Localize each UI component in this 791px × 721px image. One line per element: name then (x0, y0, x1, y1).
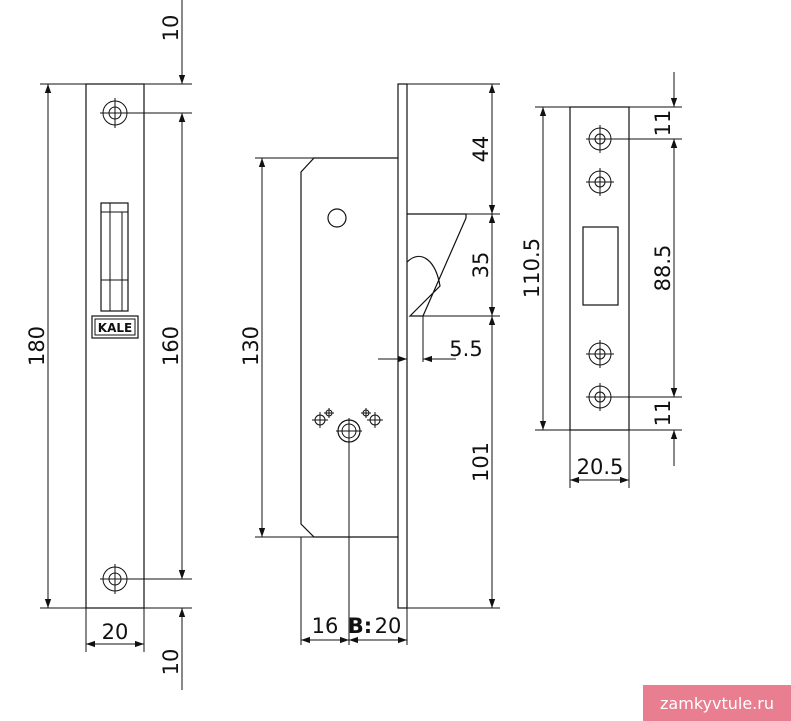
watermark-text: zamkyvtule.ru (660, 693, 774, 713)
dim-backset-label: B: (348, 614, 372, 638)
dim-latch-projection: 5.5 (449, 337, 482, 361)
dim-depth-bottom: 101 (469, 442, 493, 482)
dim-faceplate-top-offset: 10 (159, 15, 183, 42)
hole-icon (327, 208, 347, 228)
dim-strike-hole-spacing: 88.5 (651, 245, 675, 292)
dim-body-height: 130 (239, 326, 263, 366)
dim-strike-bottom-offset: 11 (651, 400, 675, 427)
lock-front-plate (397, 83, 408, 609)
brand-logo: KALE (91, 315, 139, 339)
dim-backset-right: 20 (375, 614, 402, 638)
screw-hole-icon (586, 125, 614, 153)
lock-case (300, 157, 398, 538)
strike-plate-outline (569, 106, 630, 431)
cylinder-hole-icon (336, 418, 362, 444)
faceplate-view: KALE 180 160 10 10 20 (25, 0, 192, 690)
dim-backset-left: 16 (312, 614, 339, 638)
strike-plate-view: 110.5 88.5 11 11 20.5 (520, 72, 682, 488)
screw-hole-icon (586, 340, 614, 368)
faceplate-outline (85, 83, 145, 609)
dim-faceplate-height: 180 (25, 326, 49, 366)
screw-hole-icon (312, 412, 328, 428)
latch-window (100, 202, 129, 312)
screw-hole-icon (586, 383, 614, 411)
dim-faceplate-width: 20 (102, 620, 129, 644)
screw-hole-icon (100, 564, 130, 594)
screw-hole-icon (100, 98, 130, 128)
dim-strike-width: 20.5 (577, 455, 624, 479)
screw-hole-icon (324, 408, 334, 418)
dim-depth-top: 44 (469, 136, 493, 163)
dim-strike-height: 110.5 (520, 238, 544, 298)
lock-body-view: 130 44 35 101 5.5 16 B: 20 (239, 83, 500, 645)
screw-hole-icon (361, 408, 371, 418)
dim-faceplate-bottom-offset: 10 (159, 649, 183, 676)
svg-text:KALE: KALE (98, 321, 132, 335)
dim-faceplate-hole-spacing: 160 (159, 326, 183, 366)
hook-latch (406, 213, 467, 317)
dim-strike-top-offset: 11 (651, 110, 675, 137)
screw-hole-icon (586, 168, 614, 196)
watermark-badge: zamkyvtule.ru (643, 685, 791, 721)
dim-latch-height: 35 (469, 252, 493, 279)
screw-hole-icon (367, 412, 383, 428)
strike-opening (582, 226, 619, 306)
